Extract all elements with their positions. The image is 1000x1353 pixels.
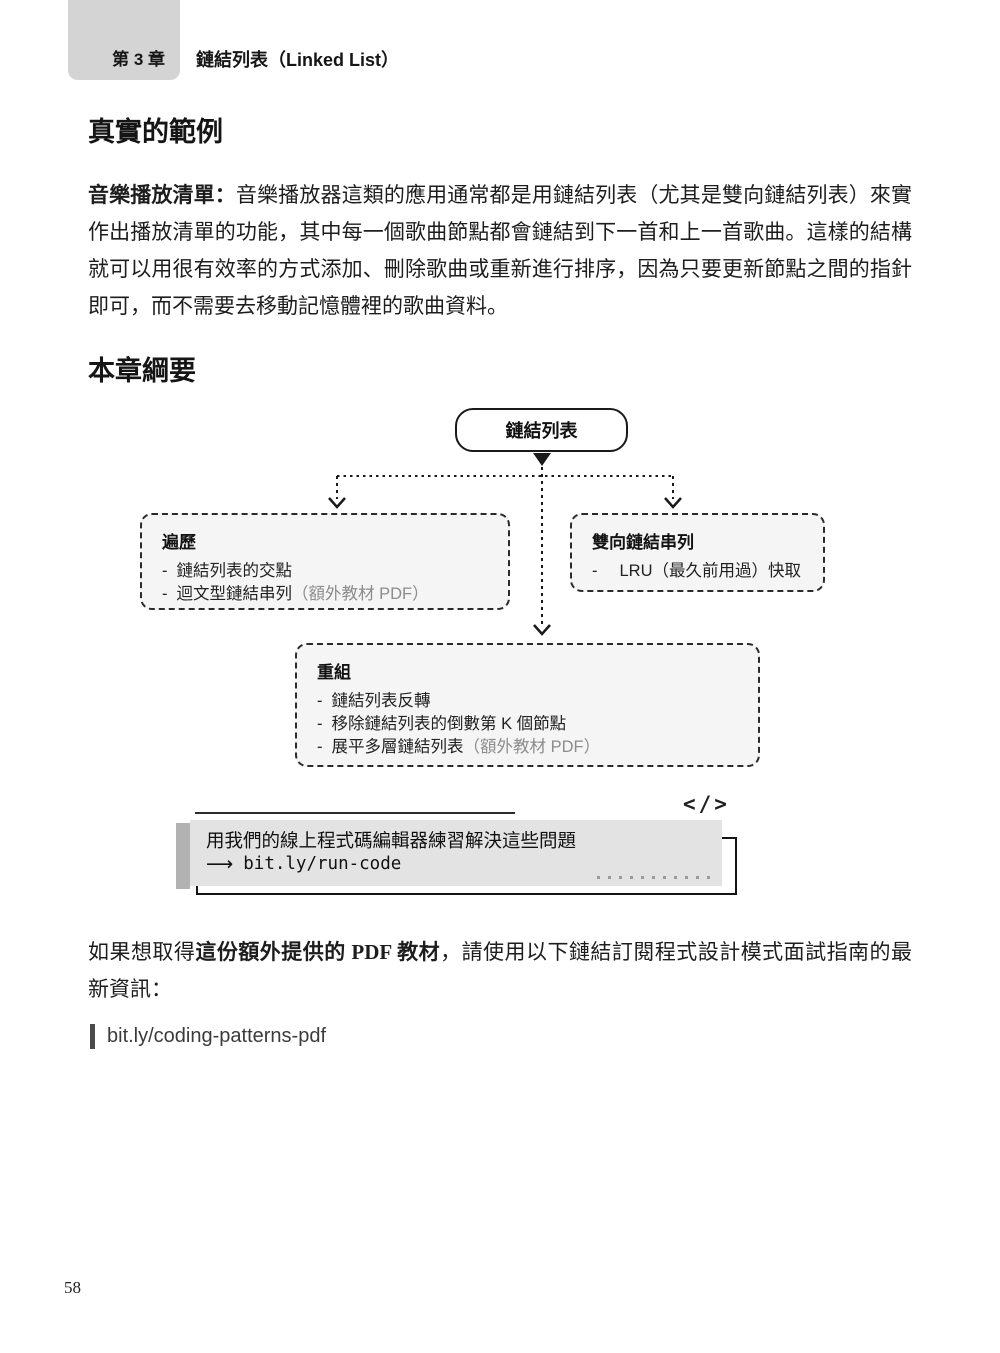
item-text: 移除鏈結列表的倒數第 K 個節點 bbox=[331, 715, 567, 733]
outro-post: ，請使用以下鏈結訂閱程式設計模式面試指南的最新資訊： bbox=[88, 940, 912, 1001]
node-item: -迴文型鏈結串列（額外教材 PDF） bbox=[162, 583, 490, 606]
section-heading-outline: 本章綱要 bbox=[88, 356, 196, 386]
node-item: -鏈結列表的交點 bbox=[162, 560, 490, 583]
item-note: （額外教材 PDF） bbox=[292, 585, 429, 603]
arrowhead-root-filled bbox=[533, 453, 551, 466]
paragraph-music-playlist: 音樂播放清單：音樂播放器這類的應用通常都是用鏈結列表（尤其是雙向鏈結列表）來實作… bbox=[88, 177, 912, 325]
callout-text: 用我們的線上程式碼編輯器練習解決這些問題 bbox=[206, 830, 577, 851]
bullet-dash: - bbox=[592, 562, 598, 580]
item-text: LRU（最久前用過）快取 bbox=[619, 562, 802, 580]
diagram-node-traversal: 遍歷 -鏈結列表的交點 -迴文型鏈結串列（額外教材 PDF） bbox=[140, 513, 510, 610]
arrowhead-reorg bbox=[533, 624, 551, 636]
node-item: -鏈結列表反轉 bbox=[317, 690, 740, 713]
diagram-root-label: 鏈結列表 bbox=[505, 421, 578, 441]
item-text: 鏈結列表的交點 bbox=[176, 562, 293, 580]
content-column: 真實的範例 音樂播放清單：音樂播放器這類的應用通常都是用鏈結列表（尤其是雙向鏈結… bbox=[88, 110, 912, 1049]
paragraph-pdf-material: 如果想取得這份額外提供的 PDF 教材，請使用以下鏈結訂閱程式設計模式面試指南的… bbox=[88, 934, 912, 1008]
node-title: 遍歷 bbox=[162, 533, 196, 552]
section-heading-real-examples: 真實的範例 bbox=[88, 117, 223, 147]
callout-link-row: ⟶ bit.ly/run-code bbox=[206, 853, 401, 875]
coding-patterns-pdf-link[interactable]: bit.ly/coding-patterns-pdf bbox=[107, 1025, 327, 1047]
node-item: - LRU（最久前用過）快取 bbox=[592, 560, 805, 583]
node-title: 雙向鏈結串列 bbox=[592, 533, 694, 552]
page-number: 58 bbox=[64, 1278, 81, 1297]
outro-bold: 這份額外提供的 PDF 教材 bbox=[195, 940, 441, 964]
item-text: 迴文型鏈結串列 bbox=[176, 585, 293, 603]
diagram-node-doubly-linked: 雙向鏈結串列 - LRU（最久前用過）快取 bbox=[570, 513, 825, 592]
link-quote-bar bbox=[90, 1024, 95, 1049]
bullet-dash: - bbox=[317, 692, 323, 710]
outro-pre: 如果想取得 bbox=[88, 940, 196, 964]
node-title: 重組 bbox=[317, 663, 351, 682]
callout-side-bar bbox=[176, 823, 190, 889]
code-editor-callout: </> 用我們的線上程式碼編輯器練習解決這些問題 ⟶ bit.ly/run-co… bbox=[88, 792, 912, 908]
bullet-dash: - bbox=[317, 738, 323, 756]
code-icon: </> bbox=[683, 792, 730, 816]
callout-dots bbox=[597, 876, 710, 879]
arrowhead-doubly-linked bbox=[664, 497, 682, 509]
bullet-dash: - bbox=[162, 562, 168, 580]
node-item: -移除鏈結列表的倒數第 K 個節點 bbox=[317, 713, 740, 736]
arrowhead-traversal bbox=[328, 497, 346, 509]
chapter-tab: 第 3 章 bbox=[68, 0, 180, 80]
node-item: -展平多層鏈結列表（額外教材 PDF） bbox=[317, 736, 740, 759]
callout-body: 用我們的線上程式碼編輯器練習解決這些問題 ⟶ bit.ly/run-code bbox=[190, 820, 722, 886]
paragraph-body: 音樂播放器這類的應用通常都是用鏈結列表（尤其是雙向鏈結列表）來實作出播放清單的功… bbox=[88, 183, 912, 318]
item-note: （額外教材 PDF） bbox=[463, 738, 601, 756]
item-text: 鏈結列表反轉 bbox=[331, 692, 431, 710]
run-code-link[interactable]: bit.ly/run-code bbox=[243, 854, 402, 874]
chapter-label: 第 3 章 bbox=[112, 50, 165, 69]
diagram-root-node: 鏈結列表 bbox=[455, 408, 628, 452]
bullet-dash: - bbox=[317, 715, 323, 733]
bullet-dash: - bbox=[162, 585, 168, 603]
callout-top-rule bbox=[195, 812, 515, 814]
diagram-connectors bbox=[328, 453, 682, 636]
pdf-link-row: bit.ly/coding-patterns-pdf bbox=[90, 1024, 912, 1049]
long-arrow-icon: ⟶ bbox=[206, 853, 234, 875]
paragraph-lead: 音樂播放清單： bbox=[88, 183, 236, 207]
diagram-node-reorg: 重組 -鏈結列表反轉 -移除鏈結列表的倒數第 K 個節點 -展平多層鏈結列表（額… bbox=[295, 643, 760, 767]
chapter-title: 鏈結列表（Linked List） bbox=[196, 50, 400, 70]
chapter-outline-diagram: 鏈結列表 遍歷 -鏈結列表的交點 -迴文型鏈結串列（額外教材 PDF） 雙向鏈結… bbox=[88, 400, 912, 788]
item-text: 展平多層鏈結列表 bbox=[331, 738, 464, 756]
